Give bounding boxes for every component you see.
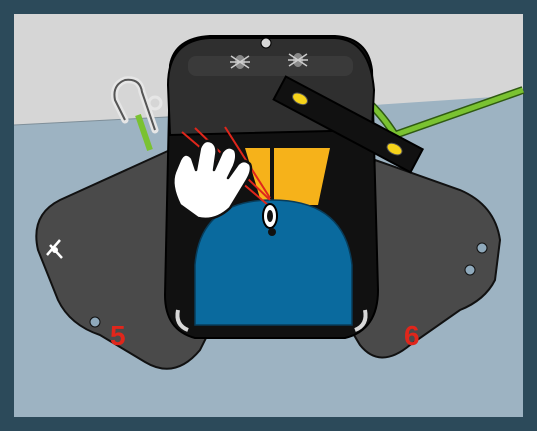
center-zip-line: [270, 148, 274, 208]
lid-strap: [188, 56, 353, 76]
lid-hole: [261, 38, 271, 48]
flap-right-number: 6: [404, 320, 420, 351]
ant-icon: [230, 55, 250, 69]
right-flap-grommet-2: [465, 265, 475, 275]
flap-left-number: 5: [110, 320, 126, 351]
ant-icon: [288, 53, 308, 67]
left-flap-grommet: [90, 317, 100, 327]
right-flap-grommet-1: [477, 243, 487, 253]
